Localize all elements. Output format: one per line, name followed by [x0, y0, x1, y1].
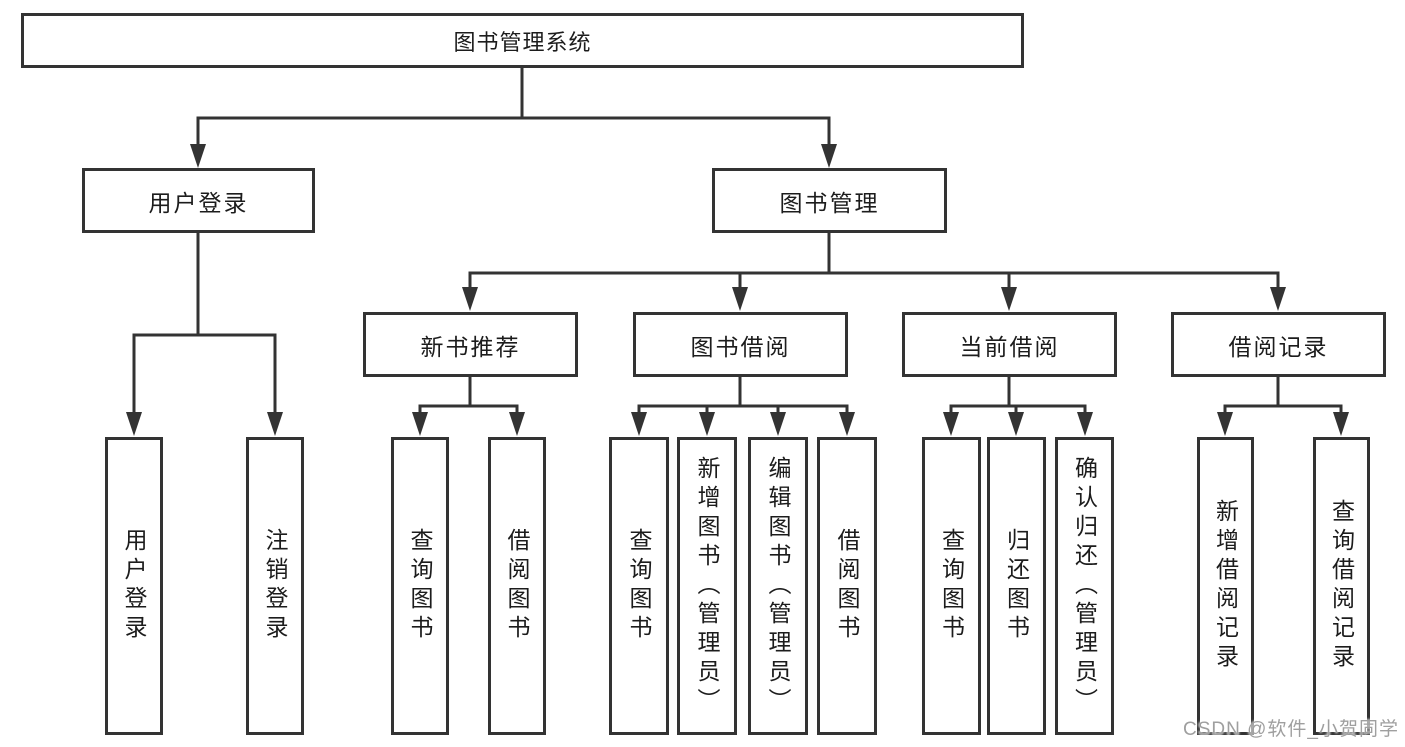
node-user-login: 用户登录	[82, 168, 315, 233]
node-book-management: 图书管理	[712, 168, 947, 233]
node-library-management-system: 图书管理系统	[21, 13, 1024, 68]
node-logout: 注销登录	[246, 437, 304, 735]
node-query-borrow-record: 查询借阅记录	[1313, 437, 1370, 735]
node-new-book-recommendation: 新书推荐	[363, 312, 578, 377]
node-borrowing-records: 借阅记录	[1171, 312, 1386, 377]
node-return-books: 归还图书	[987, 437, 1046, 735]
node-user-login-action: 用户登录	[105, 437, 163, 735]
node-current-borrowing: 当前借阅	[902, 312, 1117, 377]
node-borrow-books-recommend: 借阅图书	[488, 437, 546, 735]
node-edit-books-admin: 编辑图书（管理员）	[748, 437, 808, 735]
node-borrow-books-borrowing: 借阅图书	[817, 437, 877, 735]
csdn-watermark: CSDN @软件_小贺同学	[1183, 719, 1399, 740]
node-add-borrow-record: 新增借阅记录	[1197, 437, 1254, 735]
node-add-books-admin: 新增图书（管理员）	[677, 437, 737, 735]
node-query-books-recommend: 查询图书	[391, 437, 449, 735]
node-query-books-current: 查询图书	[922, 437, 981, 735]
node-book-borrowing: 图书借阅	[633, 312, 848, 377]
node-confirm-return-admin: 确认归还（管理员）	[1055, 437, 1114, 735]
node-query-books-borrowing: 查询图书	[609, 437, 669, 735]
